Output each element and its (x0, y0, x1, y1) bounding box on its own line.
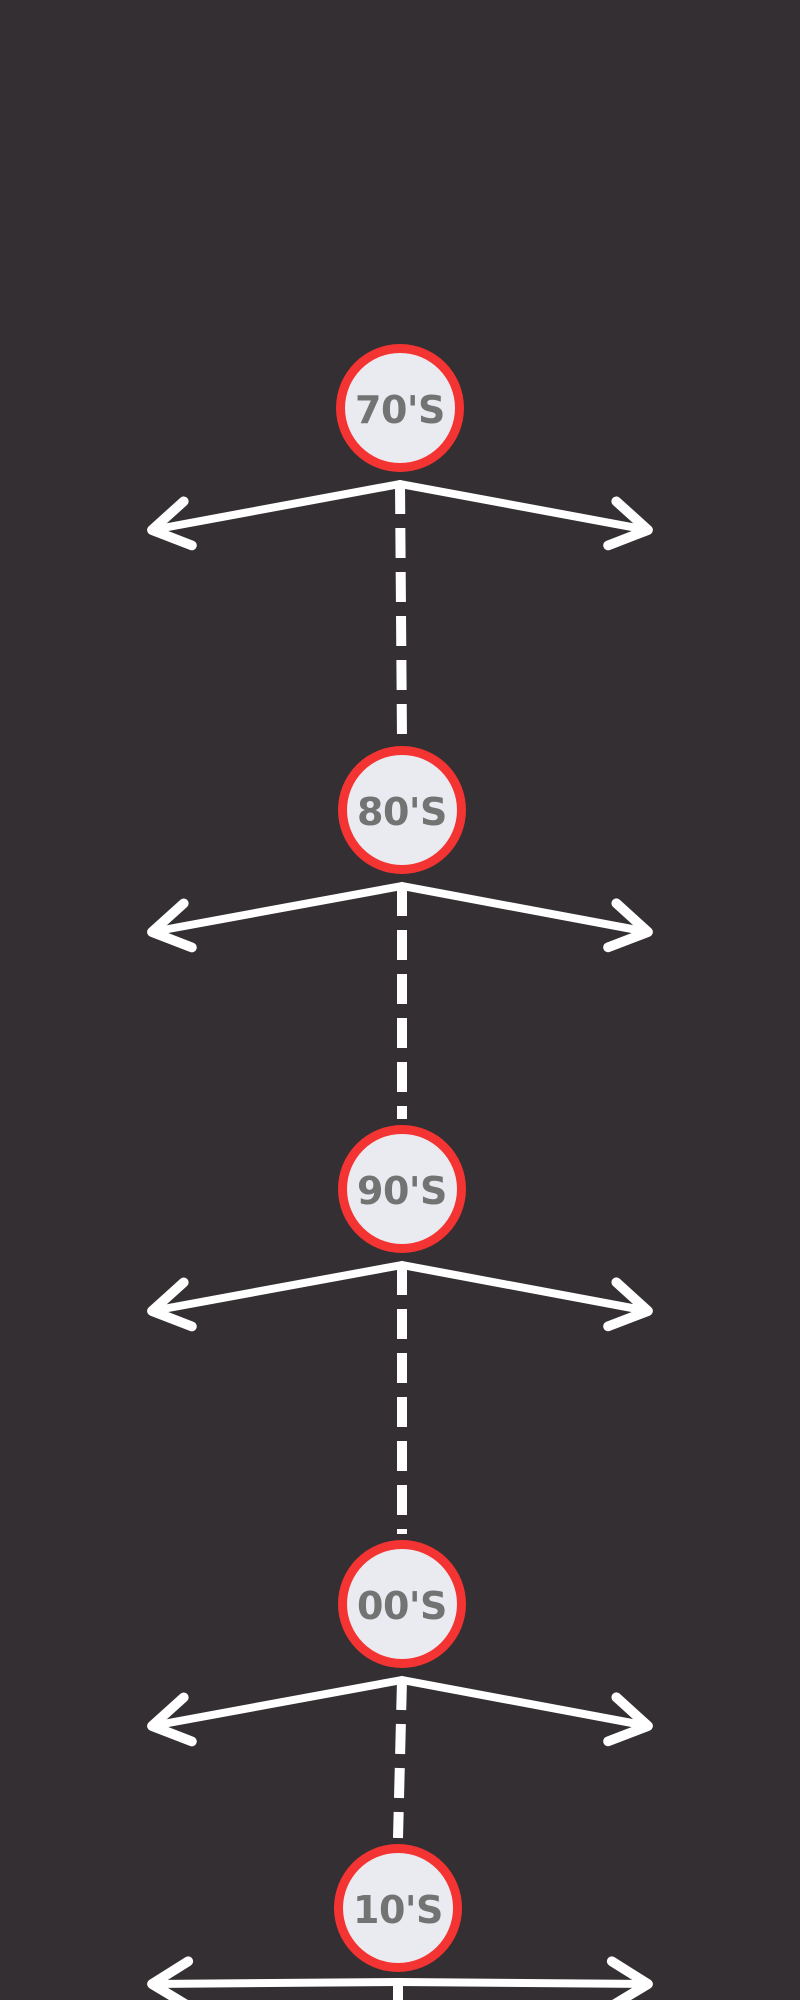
decade-badge: 90'S (338, 1125, 466, 1253)
decade-label: 00'S (357, 1584, 447, 1628)
branch-arrow-left (147, 882, 406, 953)
decade-label: 70'S (355, 388, 445, 432)
decade-label: 80'S (357, 790, 447, 834)
decade-badge: 80'S (338, 746, 466, 874)
decade-badge: 70'S (336, 344, 464, 472)
branch-arrow-right (398, 1261, 653, 1332)
decade-badge-face (343, 1853, 453, 1963)
branch-arrow-left (147, 1676, 406, 1747)
timeline-connector-0 (395, 483, 407, 741)
decade-badge: 00'S (338, 1540, 466, 1668)
timeline-connector-3 (393, 1679, 407, 1839)
branch-arrow-right (398, 1676, 653, 1747)
branch-arrow-right (394, 1956, 653, 2000)
decade-badge-face (347, 1134, 457, 1244)
branch-arrow-left (147, 1261, 406, 1332)
decade-badge-face (347, 1549, 457, 1659)
decade-badge: 10'S (334, 1844, 462, 1972)
branch-arrow-left (147, 1956, 402, 2000)
decade-label: 90'S (357, 1169, 447, 1213)
branch-arrow-right (396, 480, 653, 551)
decade-label: 10'S (353, 1888, 443, 1932)
branch-arrow-right (398, 882, 653, 953)
decade-badge-face (347, 755, 457, 865)
decade-badge-face (345, 353, 455, 463)
branch-arrow-left (147, 480, 404, 551)
